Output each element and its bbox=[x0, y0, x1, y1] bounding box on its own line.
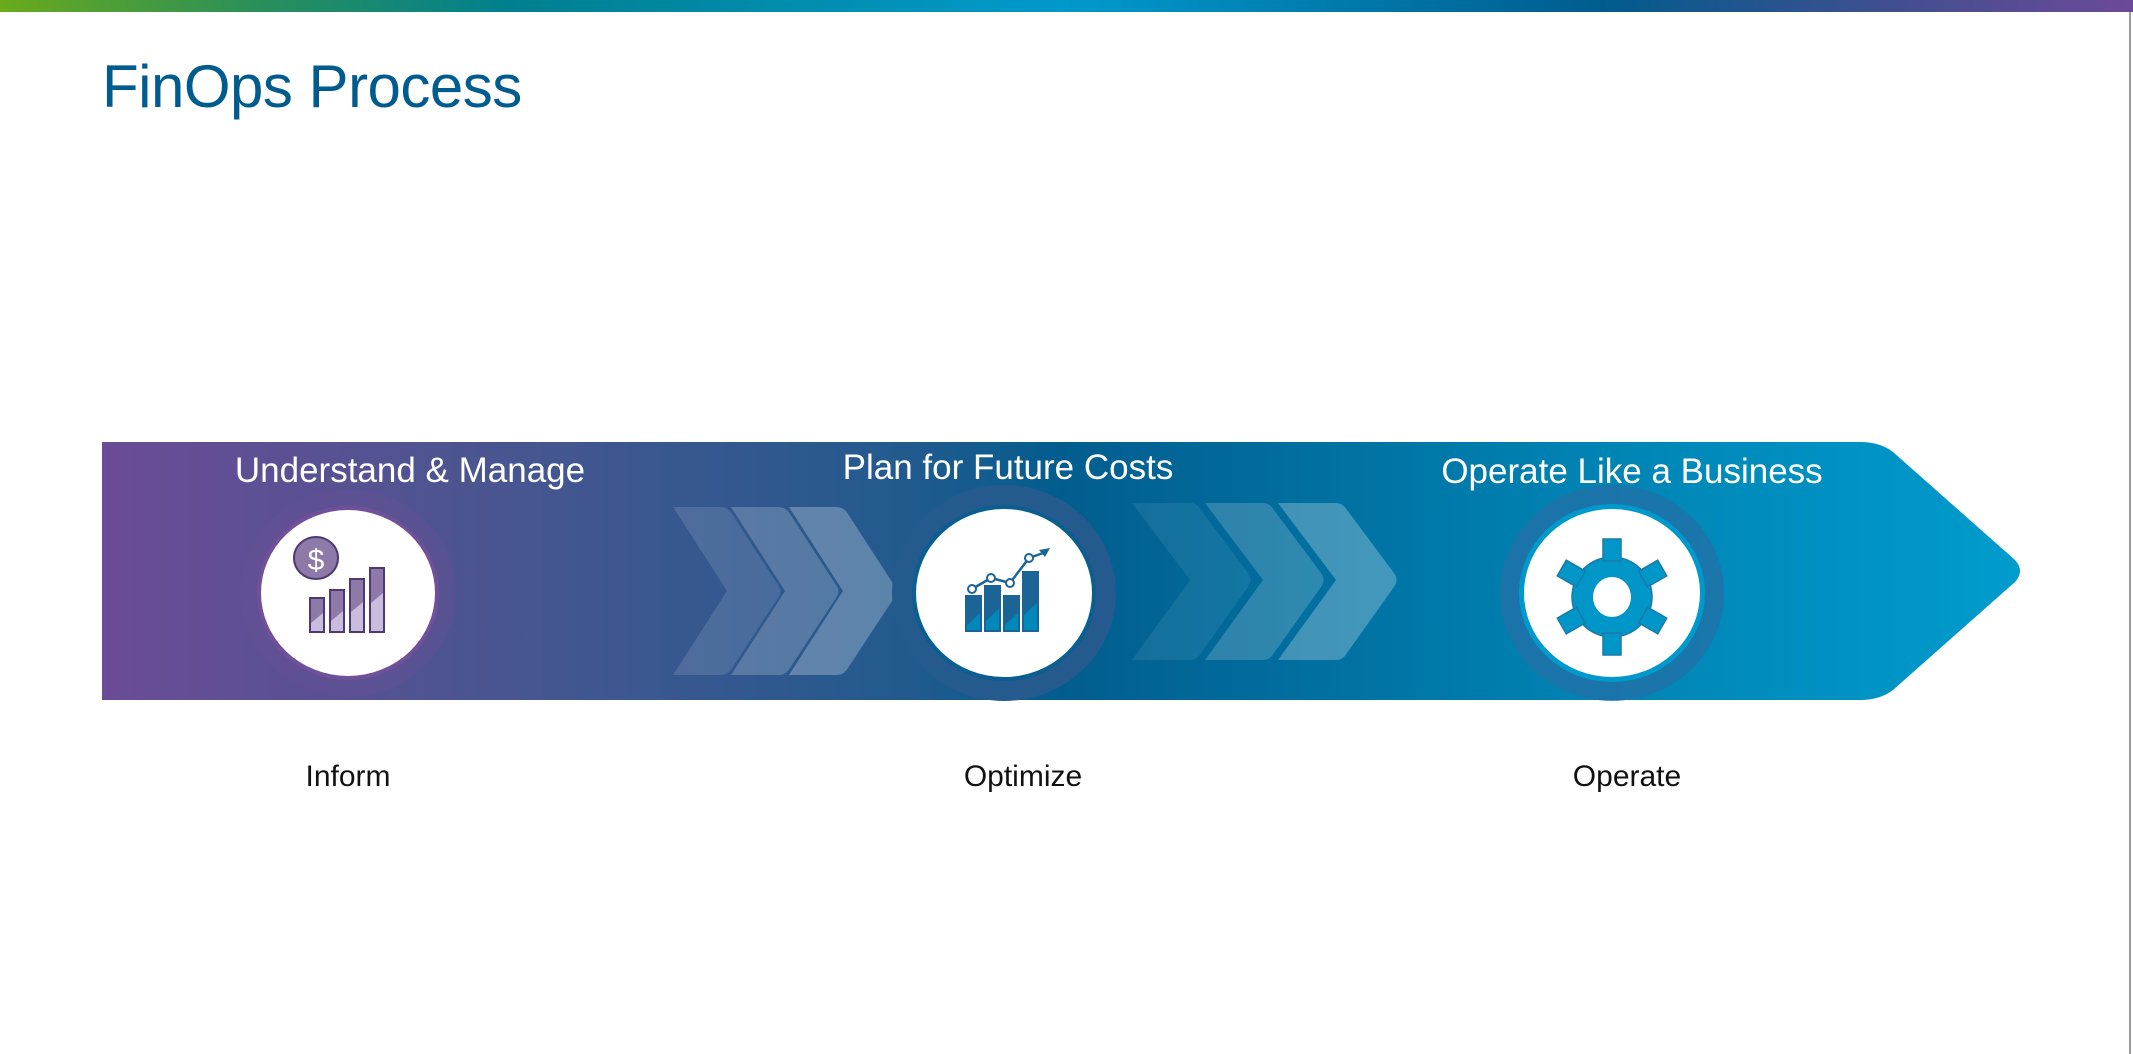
svg-text:$: $ bbox=[308, 544, 325, 577]
inform-badge: $ bbox=[240, 489, 456, 697]
phase-heading-inform: Understand & Manage bbox=[235, 451, 585, 490]
operate-badge bbox=[1500, 485, 1724, 701]
phase-label-optimize: Optimize bbox=[963, 760, 1083, 793]
slide-edge bbox=[2129, 12, 2131, 1054]
chevrons-inform-to-optimize bbox=[673, 507, 897, 675]
dollar-bar-chart-icon: $ bbox=[293, 536, 385, 633]
top-gradient-bar bbox=[0, 0, 2133, 12]
page-title: FinOps Process bbox=[102, 53, 522, 120]
phase-heading-optimize: Plan for Future Costs bbox=[843, 448, 1174, 487]
phase-heading-operate: Operate Like a Business bbox=[1441, 452, 1822, 491]
gear-icon bbox=[1556, 538, 1668, 656]
chevrons-optimize-to-operate bbox=[1132, 503, 1397, 660]
optimize-badge bbox=[892, 485, 1116, 701]
trend-bar-chart-icon bbox=[965, 548, 1050, 632]
phase-label-operate: Operate bbox=[1572, 760, 1682, 793]
phase-label-inform: Inform bbox=[305, 760, 391, 793]
